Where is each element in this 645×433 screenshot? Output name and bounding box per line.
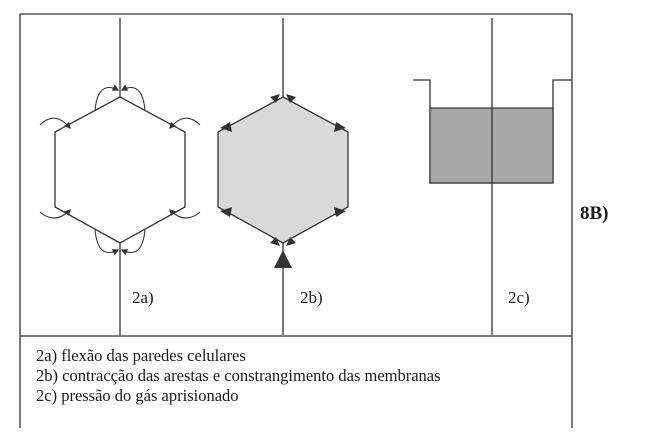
legend-item-2c: 2c) pressão do gás aprisionado [36,386,239,405]
diagram-frame [19,13,573,428]
edge-arrows-2b [220,94,346,246]
gas-container-2c [413,18,572,335]
panel-label-2b: 2b) [300,288,323,307]
legend-item-2b: 2b) contracção das arestas e constrangim… [36,366,441,385]
cell-hexagon-2b [217,18,349,335]
cell-hexagon-2a [54,18,186,335]
legend-item-2a: 2a) flexão das paredes celulares [36,346,246,365]
panel-label-2a: 2a) [132,288,154,307]
pressure-arrow-2b [274,250,292,268]
figure-side-label: 8B) [580,203,609,224]
panel-label-2c: 2c) [508,288,530,307]
bending-arrows-2a [39,84,201,256]
